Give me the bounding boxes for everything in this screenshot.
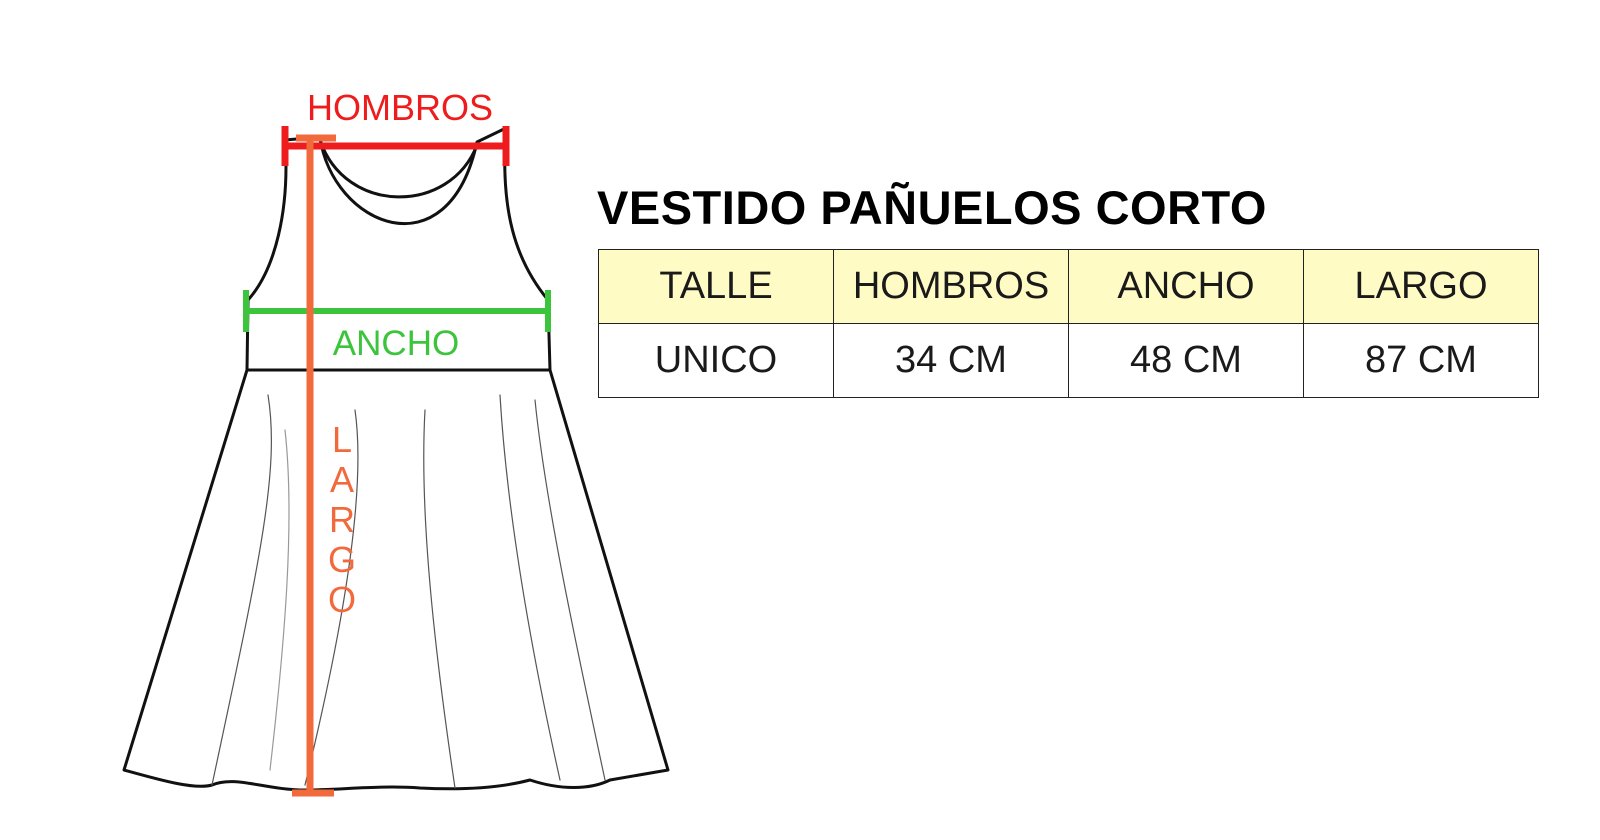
dress-bodice (245, 126, 552, 372)
largo-measure-line (292, 134, 336, 797)
dress-skirt (122, 368, 670, 792)
header-largo: LARGO (1303, 249, 1539, 324)
largo-letter: L (332, 419, 352, 460)
product-title: VESTIDO PAÑUELOS CORTO (597, 181, 1267, 234)
header-ancho: ANCHO (1068, 249, 1304, 324)
dress-outline (122, 126, 670, 792)
hombros-label: HOMBROS (307, 87, 493, 128)
hombros-measure-line (281, 126, 510, 166)
largo-letter: A (330, 459, 354, 500)
size-table-header-row: TALLE HOMBROS ANCHO LARGO (598, 249, 1539, 324)
size-table: TALLE HOMBROS ANCHO LARGO UNICO 34 CM 48… (598, 249, 1539, 398)
cell-largo: 87 CM (1303, 323, 1539, 398)
dress-neckline (318, 138, 479, 199)
ancho-measure-line (243, 290, 551, 332)
header-talle: TALLE (598, 249, 834, 324)
largo-letter: R (329, 499, 355, 540)
header-hombros: HOMBROS (833, 249, 1069, 324)
ancho-label: ANCHO (333, 324, 459, 363)
table-row: UNICO 34 CM 48 CM 87 CM (598, 323, 1539, 398)
largo-letter: G (328, 539, 356, 580)
cell-talle: UNICO (598, 323, 834, 398)
cell-hombros: 34 CM (833, 323, 1069, 398)
largo-letter: O (328, 579, 356, 620)
skirt-folds (211, 394, 606, 789)
cell-ancho: 48 CM (1068, 323, 1304, 398)
